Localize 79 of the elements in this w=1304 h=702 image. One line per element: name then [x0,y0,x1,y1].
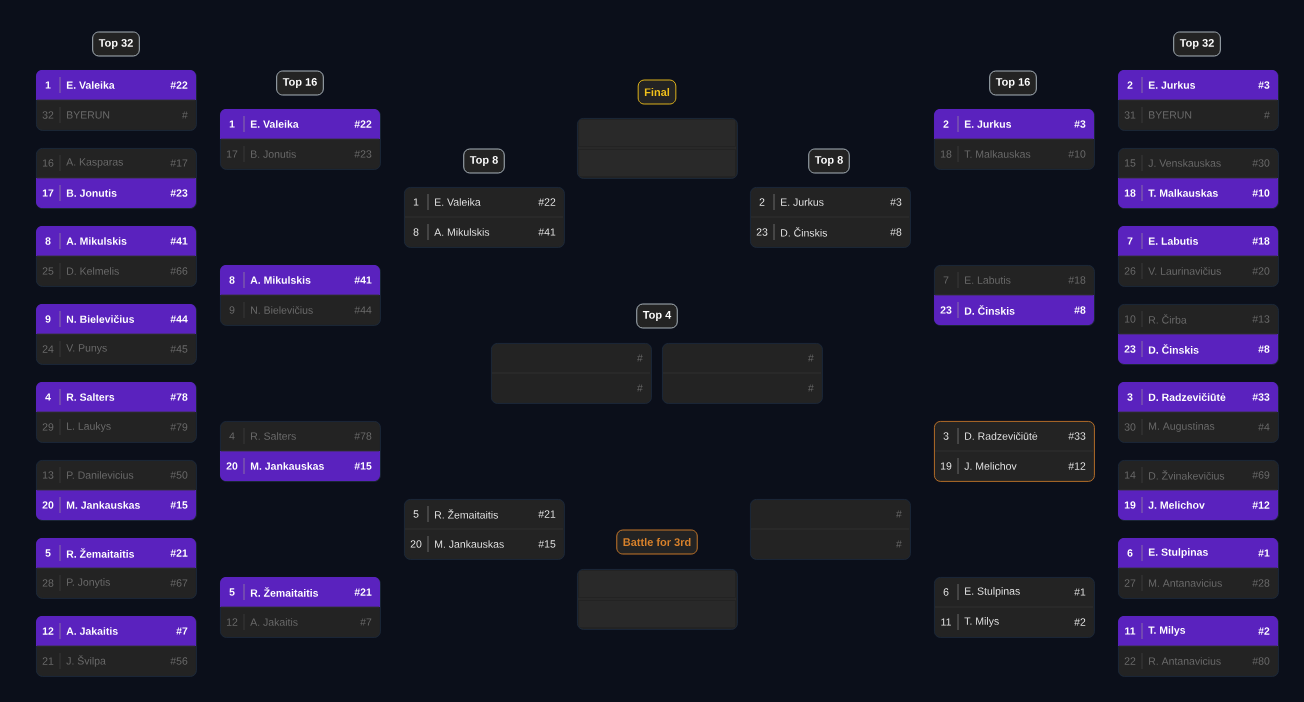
match-card [934,421,1095,482]
player-row: 17 B. Jonutis #23 [36,178,196,208]
player-row: 1 E. Valeika #22 [413,193,556,211]
round-label: Battle for 3rd [616,529,698,555]
player-row: 23 D. Činskis #8 [934,295,1094,325]
player-row: 14 D. Žvinakevičius #69 [1124,466,1270,484]
player-row: 2 E. Jurkus #3 [759,193,902,211]
empty-row [579,120,735,146]
player-row: 12 A. Jakaitis #7 [36,616,196,646]
player-row: 12 A. Jakaitis #7 [226,613,372,631]
round-label: Top 32 [92,31,140,57]
player-row: 4 R. Salters #78 [229,427,372,445]
player-row: 23 D. Činskis #8 [756,223,902,241]
player-row: # [637,354,643,362]
round-label: Top 4 [636,303,678,329]
player-row: 8 A. Mikulskis #41 [413,223,556,241]
round-label: Top 32 [1173,31,1221,57]
player-row: 27 M. Antanavicius #28 [1124,574,1270,592]
round-label: Top 16 [276,70,324,96]
round-label: Top 8 [808,148,850,174]
round-label: Final [637,79,677,105]
player-row: 5 R. Žemaitaitis #21 [413,505,556,523]
player-row: 32 BYERUN # [42,106,188,124]
empty-row [579,601,735,627]
player-row: 1 E. Valeika #22 [36,70,196,100]
player-row: # [896,540,902,548]
player-row: 3 D. Radzevičiūtė #33 [943,427,1086,445]
empty-row [579,571,735,597]
player-row: 7 E. Labutis #18 [1118,226,1278,256]
player-row: 18 T. Malkauskas #10 [940,145,1086,163]
player-row: 23 D. Činskis #8 [1118,334,1278,364]
player-row: 20 M. Jankauskas #15 [220,451,380,481]
player-row: 5 R. Žemaitaitis #21 [36,538,196,568]
player-row: 25 D. Kelmelis #66 [42,262,188,280]
player-row: 5 R. Žemaitaitis #21 [220,577,380,607]
match-card [934,577,1095,638]
player-row: 1 E. Valeika #22 [220,109,380,139]
round-label: Top 8 [463,148,505,174]
player-row: 11 T. Milys #2 [941,613,1086,631]
player-row: 11 T. Milys #2 [1118,616,1278,646]
match-card [750,499,911,560]
player-row: 9 N. Bielevičius #44 [36,304,196,334]
player-row: # [808,384,814,392]
match-card [662,343,823,404]
empty-row [579,150,735,176]
player-row: 9 N. Bielevičius #44 [229,301,372,319]
player-row: 4 R. Salters #78 [36,382,196,412]
player-row: 20 M. Jankauskas #15 [36,490,196,520]
player-row: 7 E. Labutis #18 [943,271,1086,289]
player-row: 6 E. Stulpinas #1 [943,583,1086,601]
player-row: 24 V. Punys #45 [42,340,188,358]
player-row: 26 V. Laurinavičius #20 [1124,262,1270,280]
player-row: 20 M. Jankauskas #15 [410,535,556,553]
player-row: # [896,510,902,518]
player-row: 2 E. Jurkus #3 [934,109,1094,139]
player-row: 28 P. Jonytis #67 [42,574,188,592]
round-label: Top 16 [989,70,1037,96]
player-row: 2 E. Jurkus #3 [1118,70,1278,100]
player-row: 8 A. Mikulskis #41 [220,265,380,295]
player-row: # [808,354,814,362]
player-row: 8 A. Mikulskis #41 [36,226,196,256]
player-row: 10 R. Čirba #13 [1124,310,1270,328]
player-row: 16 A. Kasparas #17 [42,154,188,172]
player-row: 19 J. Melichov #12 [940,457,1086,475]
player-row: 30 M. Augustinas #4 [1124,418,1270,436]
player-row: 19 J. Melichov #12 [1118,490,1278,520]
match-card [491,343,652,404]
player-row: 29 L. Laukys #79 [42,418,188,436]
player-row: 6 E. Stulpinas #1 [1118,538,1278,568]
player-row: 3 D. Radzevičiūtė #33 [1118,382,1278,412]
player-row: 17 B. Jonutis #23 [226,145,372,163]
player-row: 31 BYERUN # [1124,106,1270,124]
match-card [750,187,911,248]
player-row: 13 P. Danilevicius #50 [42,466,188,484]
player-row: 22 R. Antanavicius #80 [1124,652,1270,670]
player-row: # [637,384,643,392]
player-row: 18 T. Malkauskas #10 [1118,178,1278,208]
match-card [404,187,565,248]
match-card [404,499,565,560]
